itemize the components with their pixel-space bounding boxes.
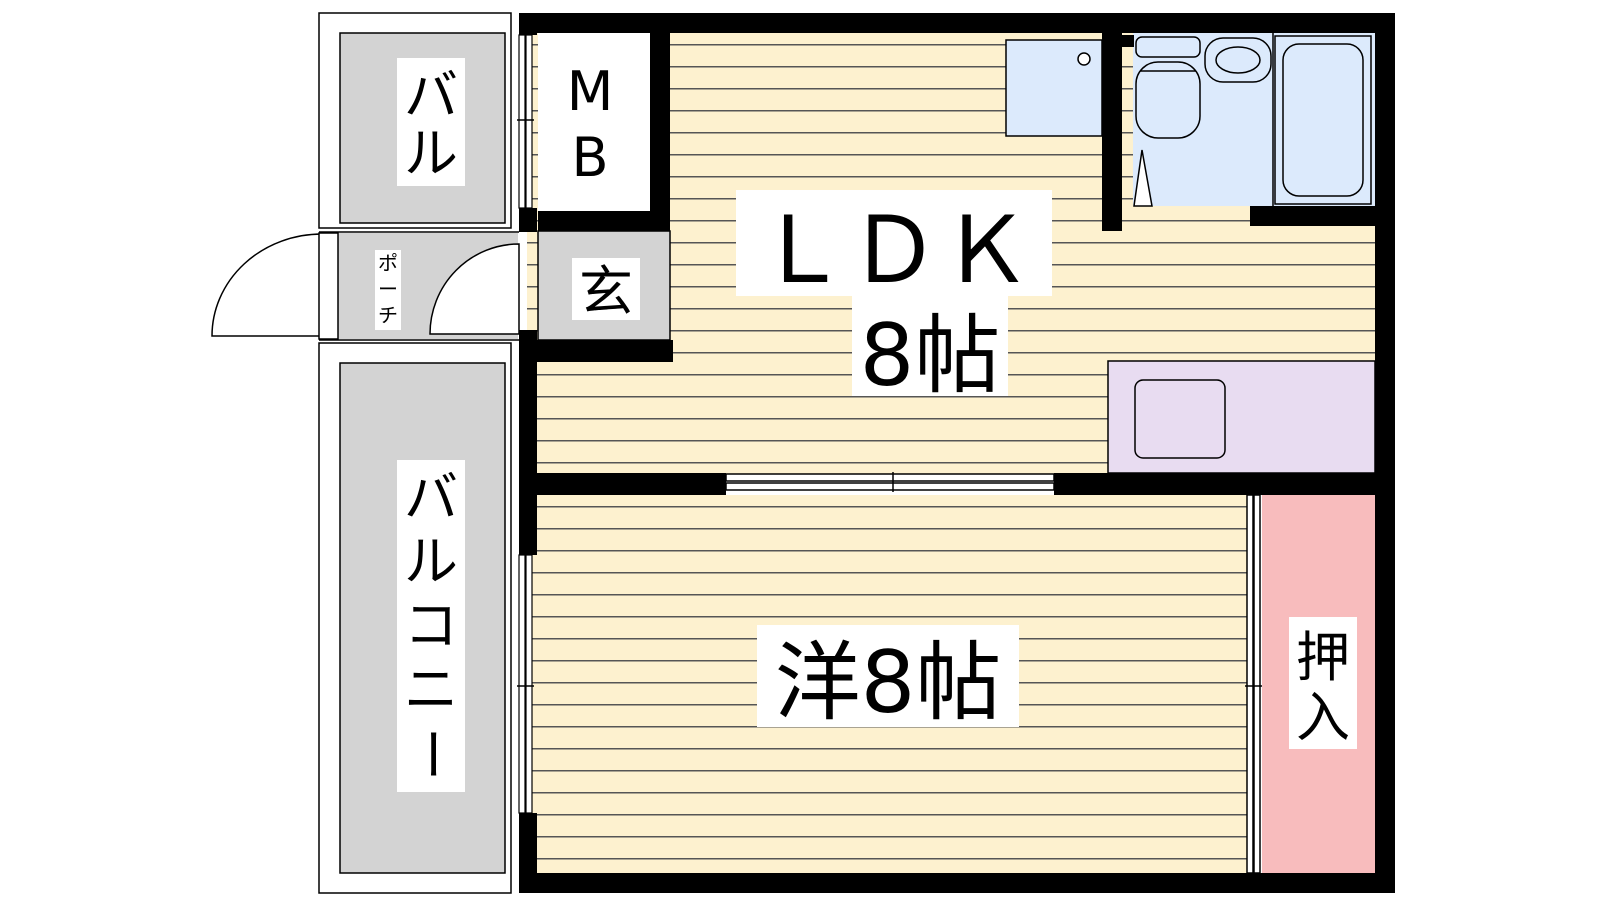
closet-label: 入 — [1296, 686, 1350, 749]
stove-icon — [1134, 379, 1226, 459]
label-bg — [397, 460, 465, 792]
porch-label: ー — [378, 277, 398, 301]
toilet-tank-icon — [1135, 36, 1201, 58]
label-bg — [757, 625, 1019, 727]
window-top — [525, 34, 533, 209]
label-bg — [375, 250, 401, 330]
ldk-label: ＬＤＫ — [756, 197, 1032, 304]
toilet-bowl-icon — [1135, 61, 1201, 139]
mb-floor — [538, 33, 650, 211]
balcony-main-label: コ — [404, 594, 458, 657]
western-room-label: 洋8帖 — [775, 633, 1002, 733]
porch-gate-post — [318, 232, 339, 340]
mb-label: B — [571, 126, 608, 189]
balcony-main-label: ニ — [404, 658, 458, 721]
genkan-label: 玄 — [579, 260, 633, 323]
label-bg — [572, 258, 640, 320]
porch-label: ポ — [378, 251, 398, 275]
entrance-door-swing-icon — [429, 243, 520, 335]
sliding-door — [725, 473, 1055, 482]
porch-label: チ — [378, 303, 398, 327]
balcony-top-label: ル — [404, 122, 458, 185]
label-bg — [1289, 617, 1357, 749]
sliding-door — [725, 482, 1055, 491]
sink-basin-icon — [1215, 46, 1261, 74]
window-bottom — [518, 554, 526, 814]
closet-door — [1253, 494, 1261, 874]
window-top — [518, 34, 526, 209]
balcony-main-label: ル — [404, 530, 458, 593]
balcony-top-label: バ — [404, 64, 458, 127]
label-bg — [736, 190, 1052, 296]
closet-door — [1246, 494, 1254, 874]
ldk-size-label: 8帖 — [860, 306, 1001, 406]
walls — [519, 13, 1395, 893]
balcony-main-label: ー — [400, 727, 463, 781]
balcony-main-label: バ — [404, 466, 458, 529]
bath-door-swing-icon — [1133, 149, 1153, 207]
porch-door-swing-icon — [211, 233, 323, 337]
label-bg — [397, 58, 465, 186]
drain-icon — [1077, 52, 1091, 66]
bathtub-inner-icon — [1282, 43, 1364, 197]
closet-label: 押 — [1296, 626, 1350, 689]
label-bg — [852, 296, 1008, 396]
mb-label: M — [567, 60, 614, 123]
window-bottom — [525, 554, 533, 814]
